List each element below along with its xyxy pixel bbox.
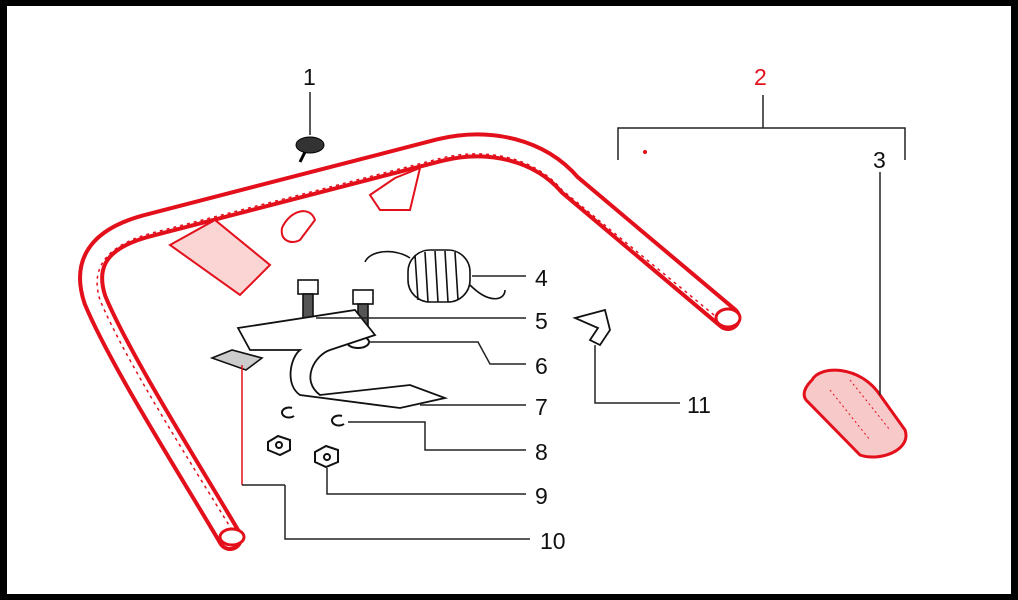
callout-4: 4: [535, 265, 548, 291]
diagram-drawing: [78, 92, 908, 551]
part-8-circlips: [281, 406, 345, 427]
part-3-grip: [802, 368, 908, 459]
callout-7: 7: [535, 394, 548, 420]
part-10-clip: [209, 349, 264, 371]
callout-10: 10: [540, 528, 566, 554]
callout-3: 3: [873, 147, 886, 173]
part-11-clip: [572, 308, 611, 347]
leader-lines: [284, 92, 906, 540]
part-4-spring: [364, 249, 506, 303]
part-7-bracket: [236, 309, 449, 409]
part-9-nuts: [267, 434, 339, 469]
callout-1: 1: [303, 64, 316, 90]
callout-6: 6: [535, 353, 548, 379]
part-1-screw: [295, 136, 325, 163]
callout-8: 8: [535, 439, 548, 465]
handlebar-tube: [78, 132, 742, 551]
parts-diagram: 1 2 3 4 5 6 7 8 9 10 11: [7, 6, 1011, 594]
callout-9: 9: [535, 483, 548, 509]
callout-11: 11: [687, 392, 711, 418]
callout-2: 2: [754, 64, 767, 90]
callout-5: 5: [535, 308, 548, 334]
